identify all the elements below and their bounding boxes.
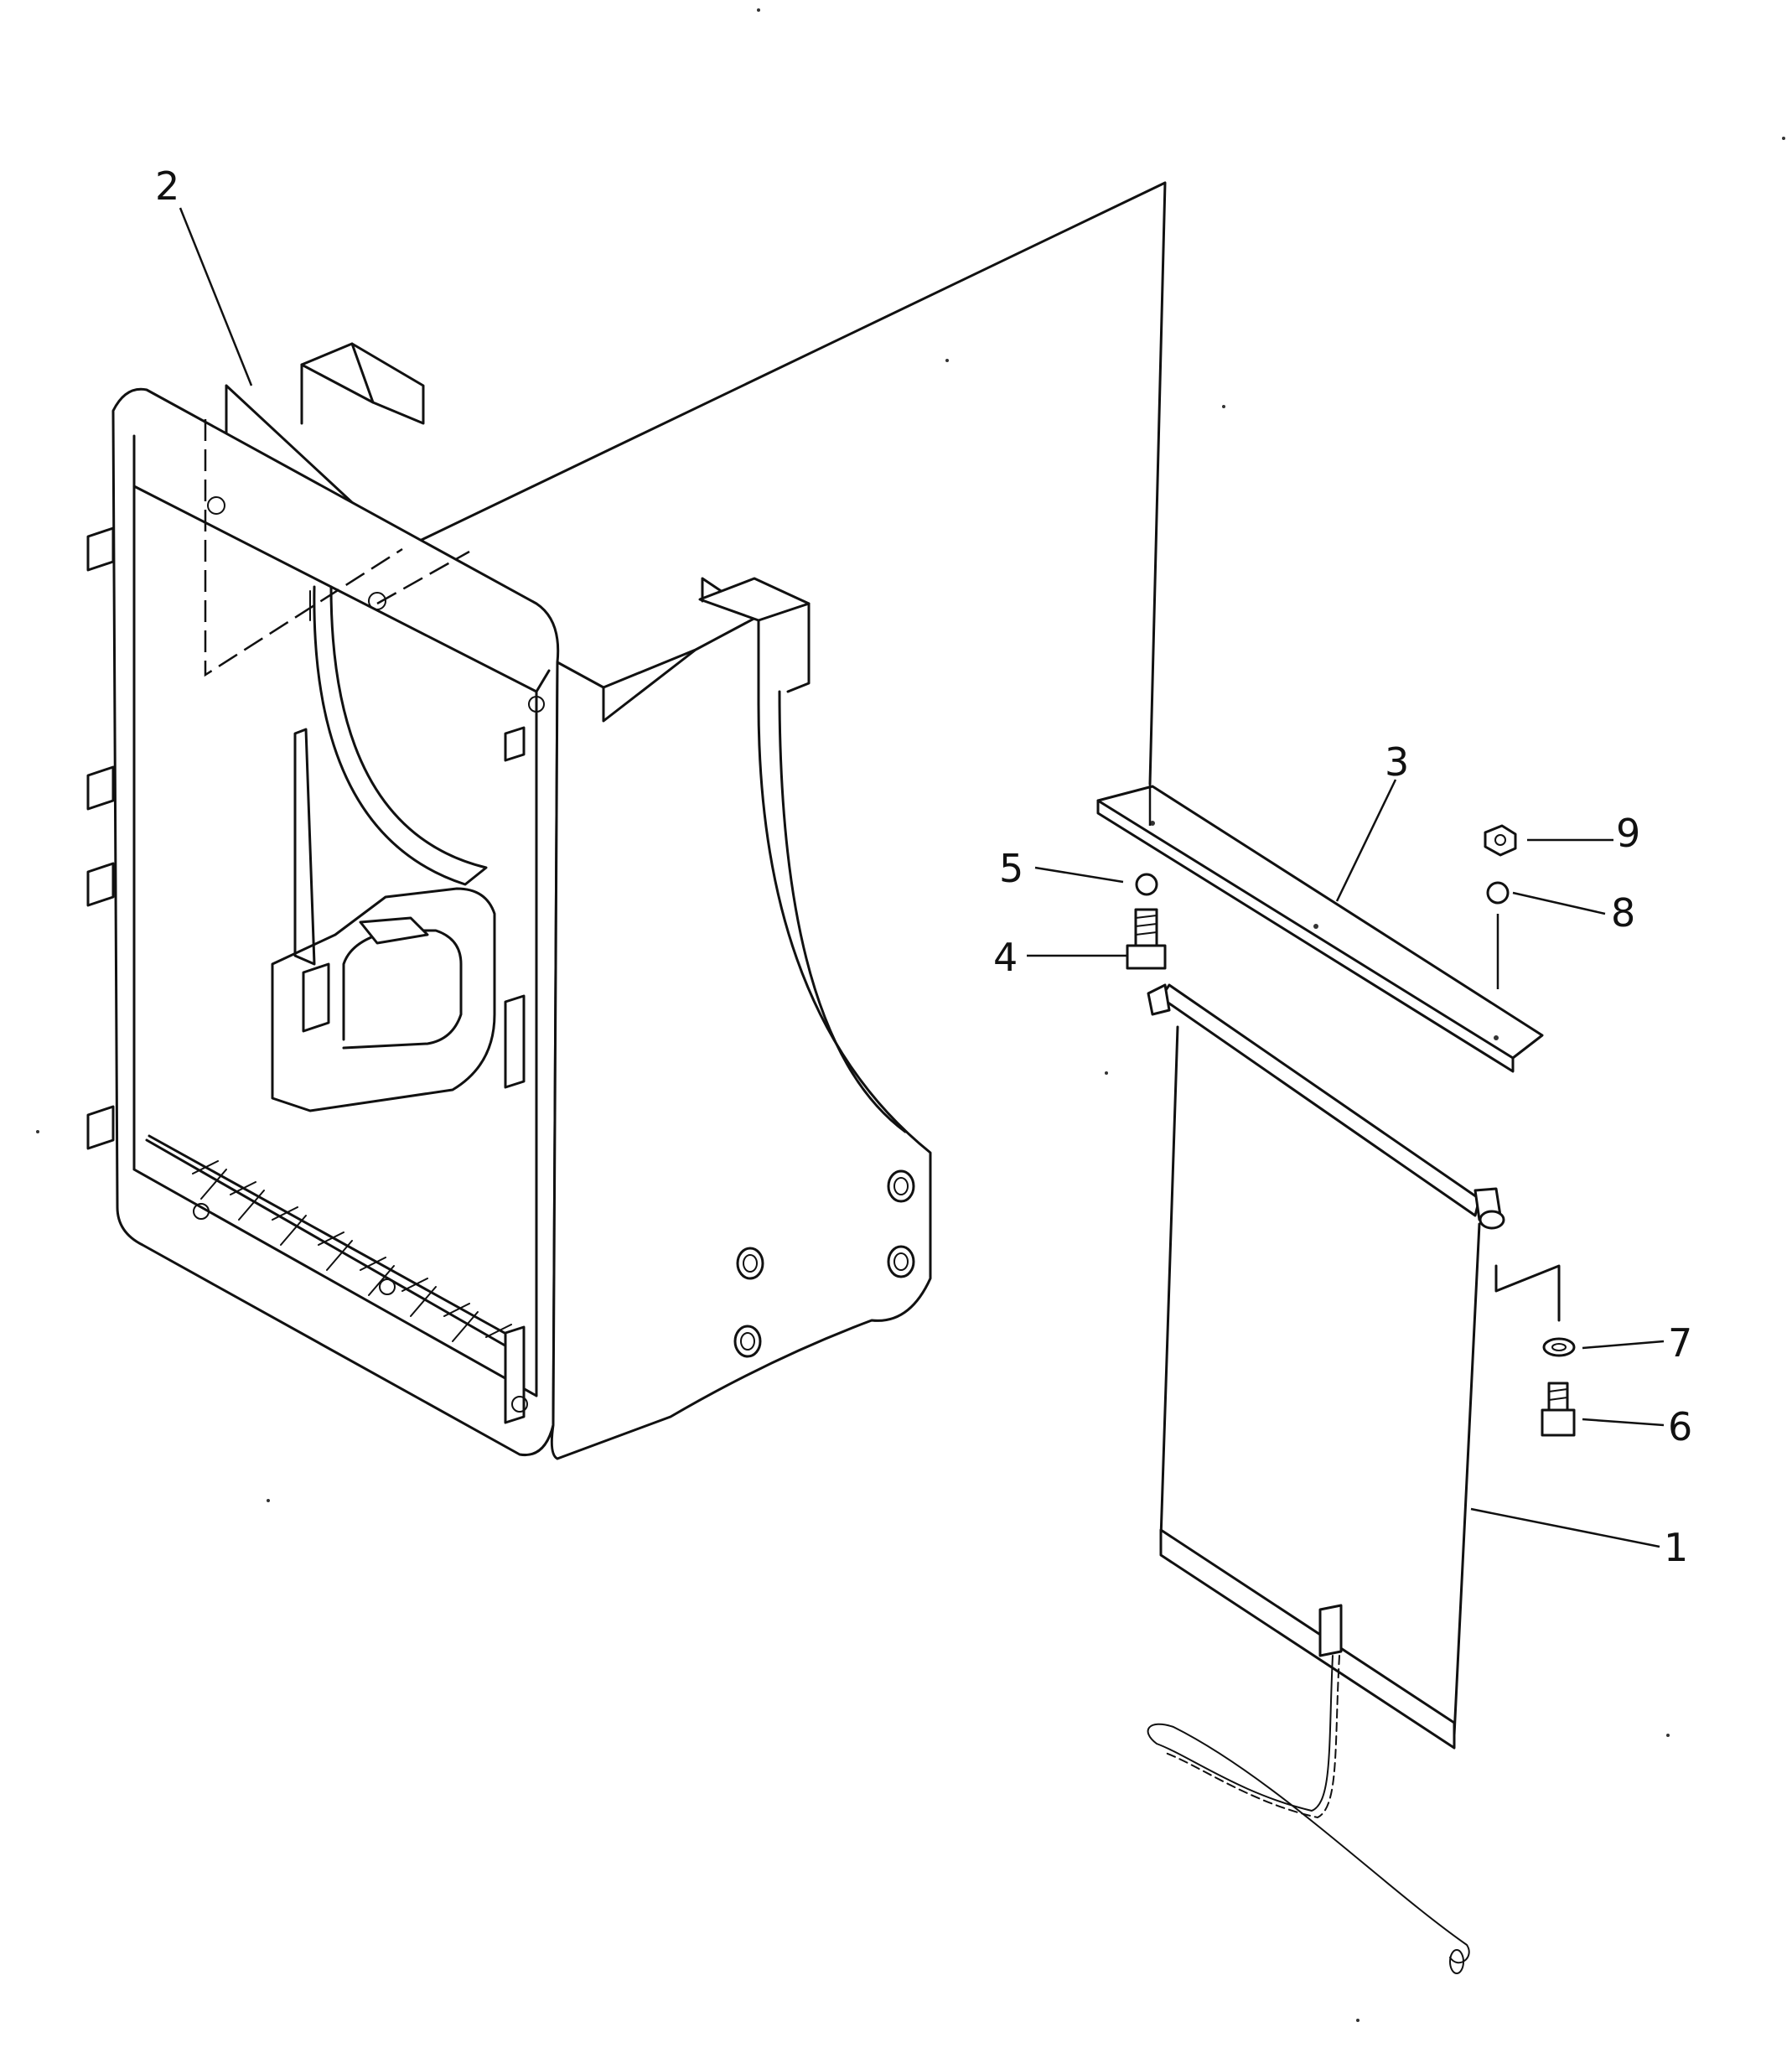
scan-specks [36, 8, 1785, 2022]
callout-5: 5 [999, 846, 1023, 891]
callout-3: 3 [1385, 739, 1409, 785]
callout-9: 9 [1616, 811, 1640, 856]
callout-6: 6 [1668, 1404, 1692, 1449]
nut-9 [1484, 824, 1517, 857]
washer-7 [1542, 1337, 1576, 1357]
washer-8 [1486, 881, 1510, 905]
callout-7: 7 [1668, 1320, 1692, 1366]
callout-2: 2 [155, 163, 179, 209]
callout-labels: 2 3 5 4 9 8 7 6 1 [155, 163, 1692, 1570]
mounting-angle [1096, 784, 1544, 1073]
callout-4: 4 [993, 935, 1018, 980]
washer-5 [1135, 873, 1158, 896]
leader-lines [179, 207, 1665, 1548]
roller-screen [1147, 983, 1561, 1974]
callout-8: 8 [1611, 890, 1635, 936]
fasteners [1126, 824, 1576, 1437]
shroud-frame [86, 181, 1167, 1460]
callout-1: 1 [1664, 1525, 1688, 1570]
